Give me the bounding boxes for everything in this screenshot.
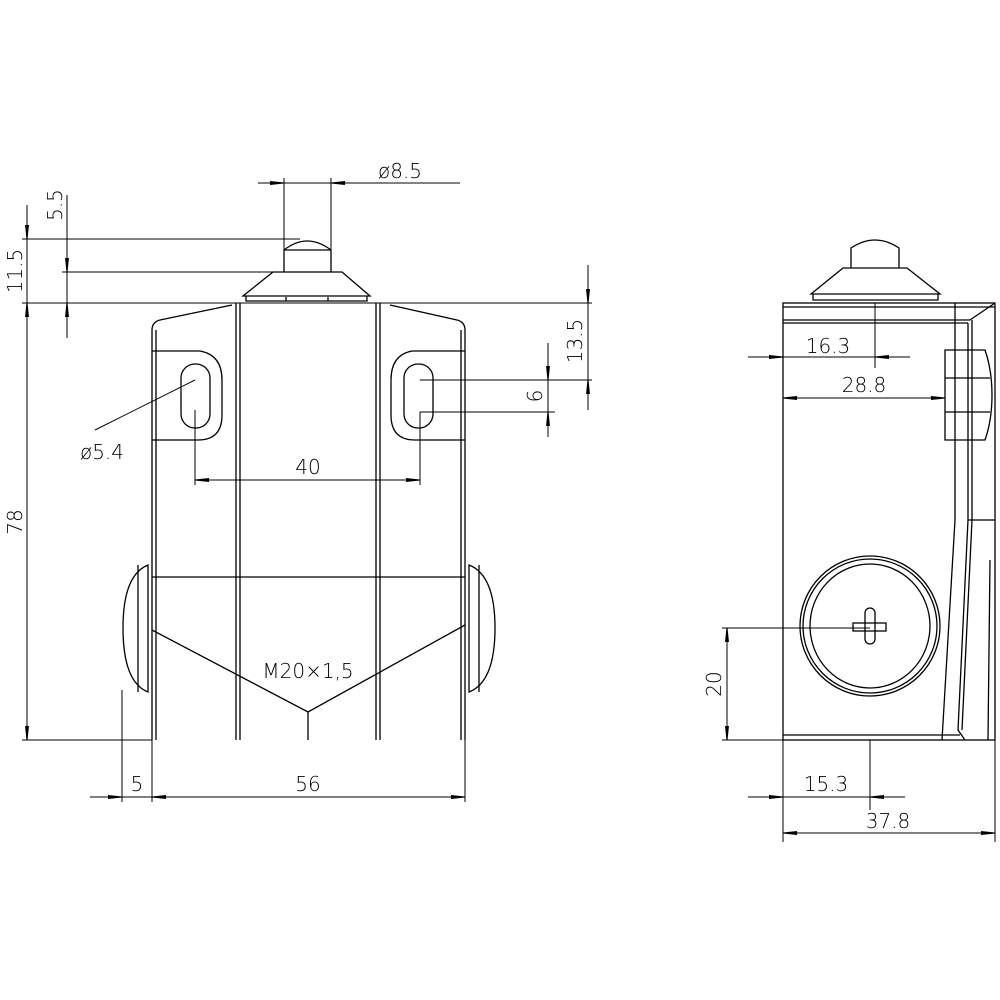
dim-slot-length: 6 [523, 390, 547, 403]
dim-plunger-height: 11.5 [3, 249, 27, 294]
dim-plunger-travel: 5.5 [43, 189, 67, 221]
dim-side-lug-offset: 28.8 [842, 373, 887, 397]
dim-lug-offset: 13.5 [563, 319, 587, 364]
front-view: ø8.5 5.5 11.5 78 13.5 6 40 ø5.4 M20×1,5 … [3, 159, 592, 802]
side-view: 16.3 28.8 20 15.3 37.8 [702, 239, 996, 842]
cable-gland-side [799, 555, 941, 697]
dim-gland-offset: 15.3 [804, 772, 849, 796]
mounting-lug-right [390, 350, 465, 441]
plunger [241, 240, 372, 302]
mounting-lug-left [152, 350, 223, 441]
side-mounting-lug [944, 349, 993, 441]
cable-gland-left [122, 564, 149, 693]
dim-gland-protrusion: 5 [131, 772, 144, 796]
dimension-lines [22, 178, 592, 802]
side-plunger [809, 239, 942, 301]
dim-body-height: 78 [3, 509, 27, 534]
dim-hole-diameter: ø5.4 [80, 440, 124, 464]
side-dimension-lines [722, 303, 996, 842]
dim-hole-spacing: 40 [295, 455, 320, 479]
dim-plunger-diameter: ø8.5 [378, 159, 422, 183]
cable-gland-right [468, 564, 496, 693]
thread-label: M20×1,5 [262, 659, 353, 683]
side-body [782, 302, 996, 741]
dim-body-width: 56 [295, 772, 320, 796]
dim-gland-height: 20 [702, 671, 726, 696]
dim-body-depth: 37.8 [866, 809, 911, 833]
dim-plunger-offset: 16.3 [806, 334, 851, 358]
switch-body [151, 303, 466, 740]
